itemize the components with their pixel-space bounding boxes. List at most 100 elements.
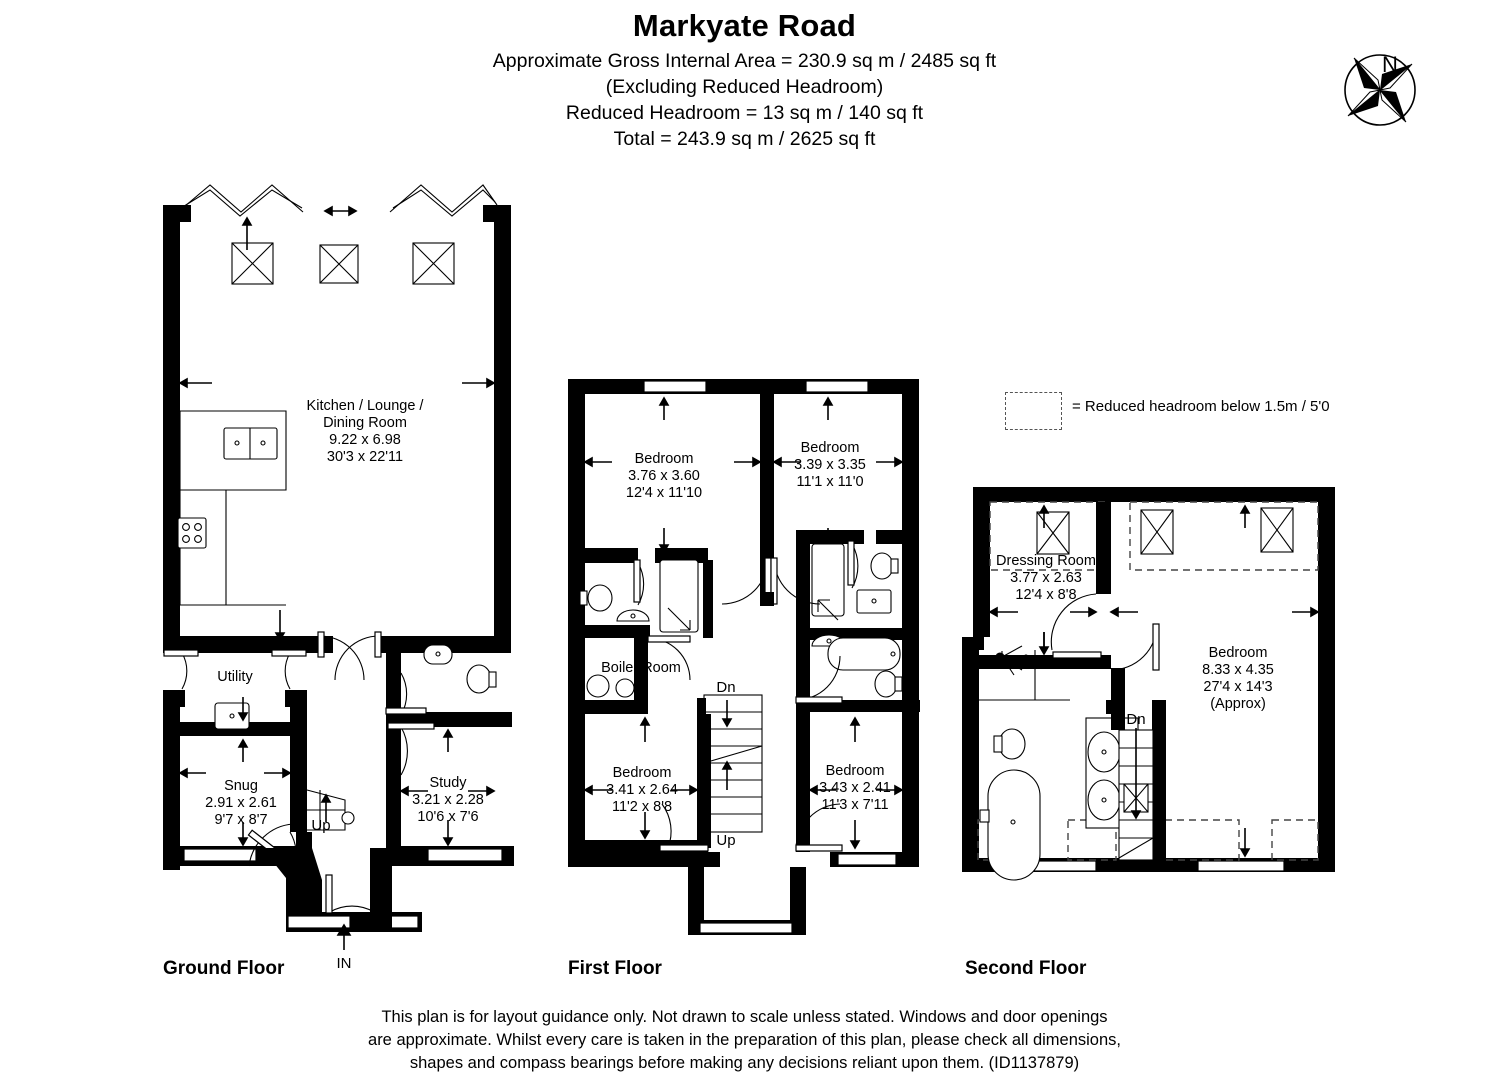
washing-machine-icon	[214, 702, 250, 730]
ground-entrance-label: IN	[337, 955, 352, 972]
wall-south-first-left	[568, 852, 720, 867]
first-room-3-metric: 3.41 x 2.64	[606, 782, 678, 798]
ground-floor-plan: Kitchen / Lounge / Dining Room 9.22 x 6.…	[163, 184, 514, 972]
freestanding-bath-icon	[987, 769, 1041, 881]
wall-bath-west	[796, 628, 810, 700]
first-room-0-imperial: 12'4 x 11'10	[626, 485, 702, 501]
wall-ensuite2-north-b	[876, 530, 919, 544]
bed3-door	[659, 803, 709, 852]
wc-cistern	[488, 671, 497, 688]
first-room-2-name: Boiler Room	[601, 660, 681, 676]
wall-south-kitchen-right	[379, 636, 511, 653]
disclaimer-line-1: This plan is for layout guidance only. N…	[381, 1008, 1108, 1026]
wall-bed1-east	[760, 394, 774, 602]
ground-room-3-imperial: 10'6 x 7'6	[417, 809, 478, 825]
second-shower-icon	[979, 645, 1070, 701]
wall-utility-west	[163, 690, 180, 870]
second-bedroom-door	[1110, 623, 1160, 671]
second-room-1-imperial: 27'4 x 14'3	[1203, 679, 1272, 695]
window-second-right	[1197, 860, 1285, 872]
second-floor-caption: Second Floor	[965, 958, 1087, 979]
first-room-0-name: Bedroom	[635, 451, 694, 467]
boiler-cylinder-2	[615, 678, 635, 698]
wall-bed3-east	[697, 714, 711, 848]
wall-ensuite1-north-b	[655, 548, 708, 563]
wall-boiler-south-a	[568, 700, 648, 714]
first-stair-up-label: Up	[716, 832, 735, 849]
second-toilet-icon	[998, 728, 1026, 760]
first-floor-caption: First Floor	[568, 958, 662, 979]
window-bed5-south	[837, 853, 897, 866]
wc-door	[385, 672, 427, 716]
ground-floor-caption: Ground Floor	[163, 958, 285, 979]
wall-porch-right	[370, 848, 392, 932]
wall-snug-east	[290, 736, 307, 832]
wall-west-ground	[163, 205, 180, 653]
wall-wc-west	[386, 636, 401, 726]
wc-basin-icon	[423, 644, 453, 665]
reduced-headroom-zone-bedroom	[1129, 501, 1319, 571]
second-skylight-icons	[1036, 507, 1294, 555]
utility-door-right	[271, 649, 307, 690]
area-line-reduced: Reduced Headroom = 13 sq m / 140 sq ft	[565, 102, 924, 124]
wall-west-second-upper	[973, 487, 990, 637]
window-study	[427, 848, 503, 862]
first-stair-down-label: Dn	[716, 679, 735, 696]
first-room-1-name: Bedroom	[801, 440, 860, 456]
bifold-door-left-icon	[177, 184, 304, 217]
ensuite1-door	[633, 559, 645, 606]
study-door	[387, 722, 435, 776]
wall-east-second	[1318, 487, 1335, 872]
reduced-headroom-zone-dressing	[989, 501, 1111, 571]
second-room-1-name: Bedroom	[1209, 645, 1268, 661]
window-bed2-north	[805, 380, 869, 393]
wall-east-ground	[494, 205, 511, 653]
area-line-gross: Approximate Gross Internal Area = 230.9 …	[492, 50, 997, 72]
wall-bay-left	[688, 867, 704, 933]
window-porch-left	[287, 915, 351, 929]
page-title: Markyate Road	[632, 8, 857, 43]
first-room-4-name: Bedroom	[826, 763, 885, 779]
bathtub-icon	[827, 637, 901, 671]
dimension-arrows-bed5	[808, 716, 904, 850]
wall-stair-stub	[697, 698, 706, 716]
wall-utility-nwstub	[163, 690, 185, 707]
first-room-4-imperial: 11'3 x 7'11	[821, 797, 888, 813]
wall-nw-stub	[163, 205, 191, 222]
wall-west-second-lower	[962, 637, 979, 872]
bed5-door	[795, 803, 843, 852]
window-snug	[183, 848, 257, 862]
ground-room-0-name: Kitchen / Lounge /	[307, 398, 425, 414]
area-line-excl: (Excluding Reduced Headroom)	[605, 76, 884, 98]
wall-study-west	[386, 727, 401, 847]
ground-room-0-imperial: 30'3 x 22'11	[327, 449, 403, 465]
wall-utility-nestub	[285, 690, 307, 707]
dimension-arrows-bed3	[583, 716, 699, 840]
wall-east-first	[902, 379, 919, 867]
kitchen-worktop	[179, 410, 287, 606]
skylight-icons	[231, 242, 455, 285]
reduced-headroom-zone-bed-b	[1271, 819, 1319, 861]
legend-text: = Reduced headroom below 1.5m / 5'0	[1072, 398, 1330, 415]
wall-porch-left	[262, 848, 322, 930]
second-room-1-metric: 8.33 x 4.35	[1202, 662, 1274, 678]
first-room-4-metric: 3.43 x 2.41	[819, 780, 891, 796]
dimension-arrows-kitchen	[178, 216, 496, 642]
first-room-3-imperial: 11'2 x 8'8	[612, 799, 672, 815]
ensuite2-vanity-icon	[856, 589, 892, 614]
ground-stair-up-label: Up	[311, 817, 330, 834]
wall-west-first	[568, 379, 585, 867]
second-room-0-metric: 3.77 x 2.63	[1010, 570, 1082, 586]
ensuite1-toilet-icon	[587, 584, 613, 612]
second-floor-plan: Dressing Room 3.77 x 2.63 12'4 x 8'8 Bed…	[962, 487, 1335, 881]
first-floor-plan: Bedroom 3.76 x 3.60 12'4 x 11'10 Bedroom…	[568, 379, 920, 935]
wall-ensuite1-east	[703, 560, 713, 638]
landing-door-boiler	[647, 635, 691, 681]
dressing-door	[1050, 593, 1102, 659]
compass-rose-icon	[1344, 54, 1416, 126]
wall-ensuite1-south	[568, 625, 650, 638]
bifold-door-right-icon	[389, 184, 498, 217]
dimension-arrows-snug	[178, 738, 292, 847]
bath-door	[795, 655, 843, 704]
